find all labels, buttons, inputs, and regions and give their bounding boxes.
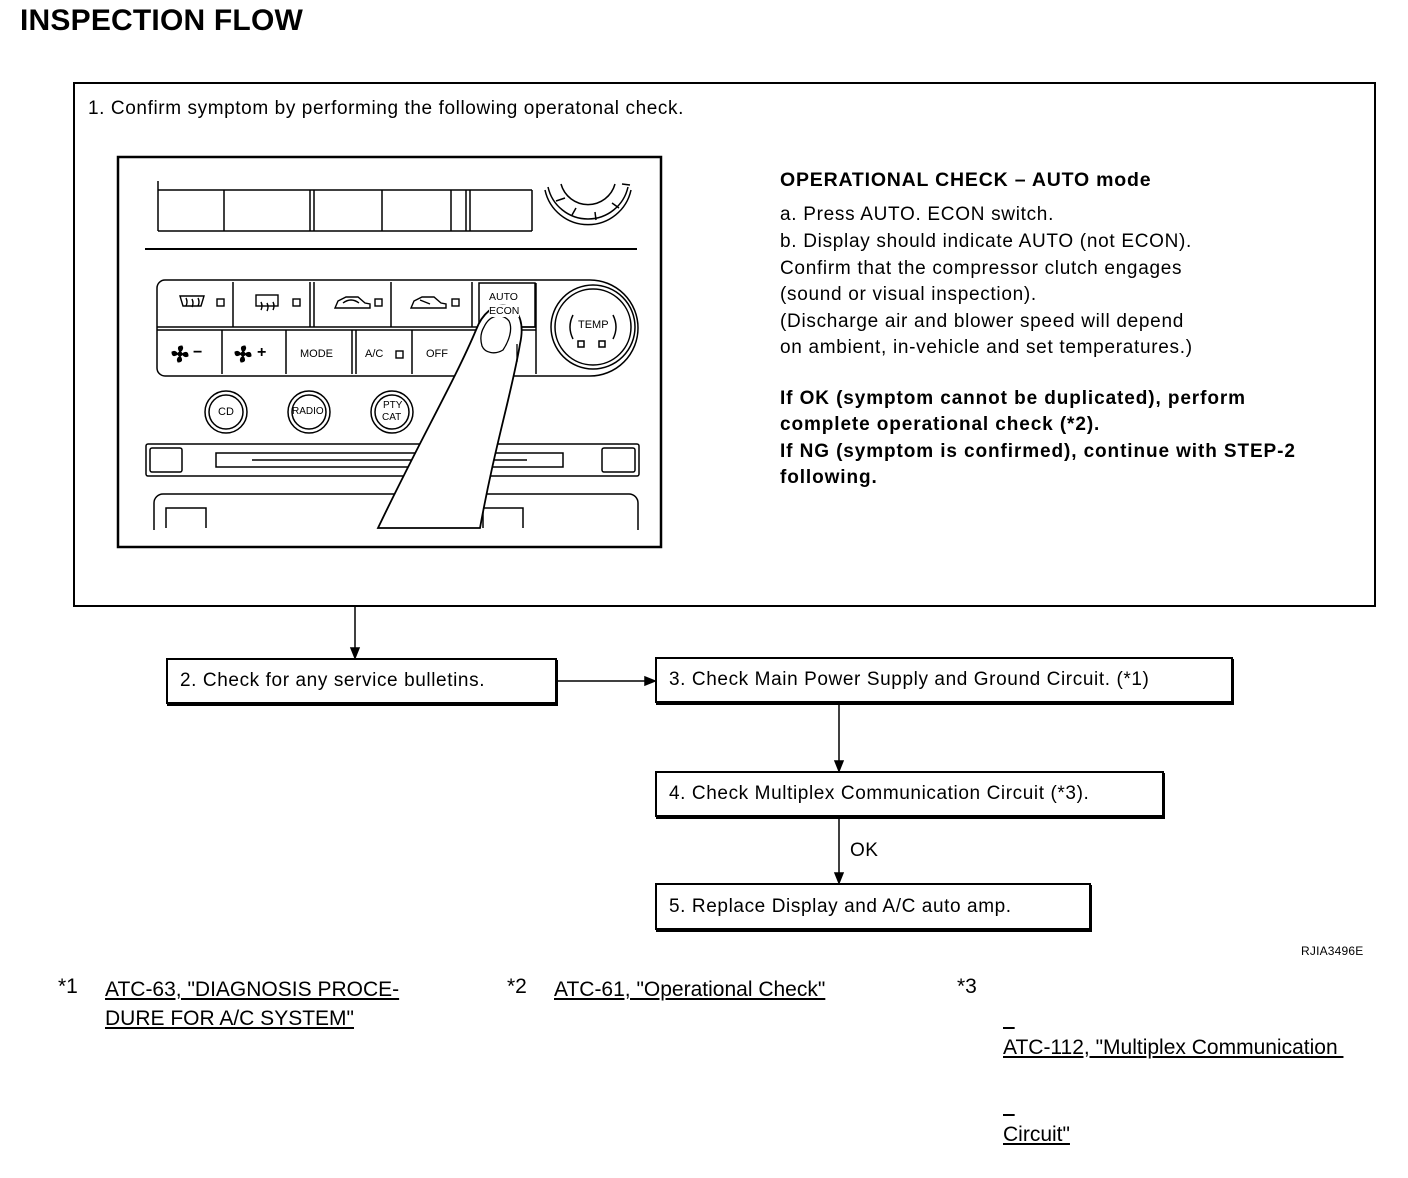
op-line: Confirm that the compressor clutch engag… (780, 258, 1183, 279)
auto-button-label: AUTO (489, 291, 518, 303)
step-3-box: 3. Check Main Power Supply and Ground Ci… (655, 657, 1233, 703)
step-3-text: 3. Check Main Power Supply and Ground Ci… (669, 669, 1150, 690)
pty-button-label: PTY (383, 400, 403, 411)
op-line: (Discharge air and blower speed will dep… (780, 311, 1184, 332)
cd-button-label: CD (218, 406, 234, 418)
op-line: a. Press AUTO. ECON switch. (780, 204, 1055, 225)
cat-button-label: CAT (382, 412, 402, 423)
flow-arrows (349, 607, 845, 886)
footnote-link-line: ATC-63, "DIAGNOSIS PROCE- (105, 978, 400, 1001)
ok-edge-label: OK (850, 840, 879, 861)
page-title: INSPECTION FLOW (20, 4, 303, 37)
step-4-text: 4. Check Multiplex Communication Circuit… (669, 783, 1090, 804)
step-2-box: 2. Check for any service bulletins. (166, 658, 557, 704)
mode-button-label: MODE (300, 348, 333, 360)
audio-buttons (204, 390, 414, 434)
climate-control-body (156, 279, 639, 377)
op-result-line: complete operational check (*2). (780, 414, 1101, 435)
recirculation-icon (333, 296, 383, 309)
top-vents (157, 181, 533, 232)
operational-check-title: OPERATIONAL CHECK – AUTO mode (780, 169, 1152, 191)
footnote-mark: *2 (507, 975, 527, 998)
footnote-link-atc-112[interactable]: ATC-112, "Multiplex Communication Circui… (1003, 975, 1343, 1178)
off-button-label: OFF (426, 348, 448, 360)
op-line: on ambient, in-vehicle and set temperatu… (780, 337, 1193, 358)
panel-frame (116, 155, 663, 549)
footnote-link-line: ATC-112, "Multiplex Communication (1003, 1036, 1344, 1059)
control-panel-illustration (116, 155, 663, 549)
op-result-line: If OK (symptom cannot be duplicated), pe… (780, 388, 1246, 409)
fan-plus-label: + (257, 344, 267, 361)
footnote-link-line: ATC-61, "Operational Check" (554, 978, 826, 1001)
rear-defrost-icon (255, 294, 301, 312)
front-defrost-icon (179, 295, 225, 308)
footnote-mark: *3 (957, 975, 977, 998)
ac-indicator-icon (395, 350, 404, 359)
footnote-link-atc-61[interactable]: ATC-61, "Operational Check" (554, 975, 825, 1004)
step-5-text: 5. Replace Display and A/C auto amp. (669, 895, 1012, 917)
radio-button-label: RADIO (292, 406, 324, 417)
step-5-box: 5. Replace Display and A/C auto amp. (655, 883, 1091, 930)
step-2-text: 2. Check for any service bulletins. (180, 670, 486, 691)
fan-minus-label: − (193, 344, 203, 361)
econ-button-label: ECON (489, 305, 520, 317)
op-result-line: following. (780, 467, 878, 488)
temp-dial (550, 284, 636, 370)
step-1-text: 1. Confirm symptom by performing the fol… (88, 98, 684, 119)
footnote-link-line: DURE FOR A/C SYSTEM" (105, 1007, 354, 1030)
footnote-mark: *1 (58, 975, 78, 998)
fresh-air-icon (409, 296, 460, 309)
footnote-link-atc-63[interactable]: ATC-63, "DIAGNOSIS PROCE- DURE FOR A/C S… (105, 975, 399, 1033)
step-4-box: 4. Check Multiplex Communication Circuit… (655, 771, 1164, 817)
op-line: (sound or visual inspection). (780, 284, 1037, 305)
footnote-link-line: Circuit" (1003, 1123, 1070, 1146)
figure-id: RJIA3496E (1301, 944, 1364, 958)
temp-dial-label: TEMP (578, 319, 609, 331)
fan-icon (171, 345, 252, 363)
op-line: b. Display should indicate AUTO (not ECO… (780, 231, 1193, 252)
op-result-line: If NG (symptom is confirmed), continue w… (780, 441, 1296, 462)
clock-gauge-icon (544, 183, 632, 226)
ac-button-label: A/C (365, 348, 384, 360)
